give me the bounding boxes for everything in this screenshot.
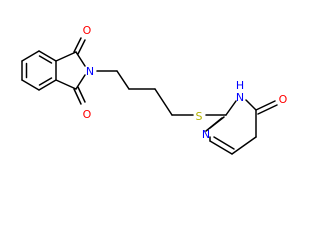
bond [38, 79, 57, 91]
bond [38, 50, 57, 62]
nitrogen-label: N [236, 91, 244, 104]
oxygen-label: O [279, 93, 288, 106]
atom-labels: O O N S N H N O [83, 24, 288, 141]
bond [73, 37, 82, 53]
bond [209, 116, 225, 129]
bond [257, 104, 278, 115]
bond [21, 79, 40, 91]
bond [55, 51, 77, 62]
oxygen-label: O [83, 108, 92, 121]
molecule-diagram: O O N S N H N O [21, 24, 288, 155]
bond [225, 100, 237, 116]
nitrogen-label: N [202, 128, 210, 141]
bond [245, 99, 257, 111]
bond [38, 77, 53, 86]
hydrogen-label: H [236, 79, 244, 92]
bond [255, 100, 276, 111]
oxygen-label: O [83, 24, 92, 37]
bond [77, 39, 86, 55]
bond [154, 88, 173, 116]
bond [213, 136, 235, 150]
sulfur-label: S [196, 110, 203, 123]
bond [77, 86, 86, 103]
nitrogen-label: N [86, 65, 94, 78]
bond [116, 70, 130, 90]
bond [231, 136, 257, 155]
bonds [21, 37, 278, 155]
bond [55, 79, 77, 90]
bond [38, 55, 53, 64]
bond [21, 50, 40, 62]
bond [209, 140, 233, 155]
bond [73, 88, 82, 105]
